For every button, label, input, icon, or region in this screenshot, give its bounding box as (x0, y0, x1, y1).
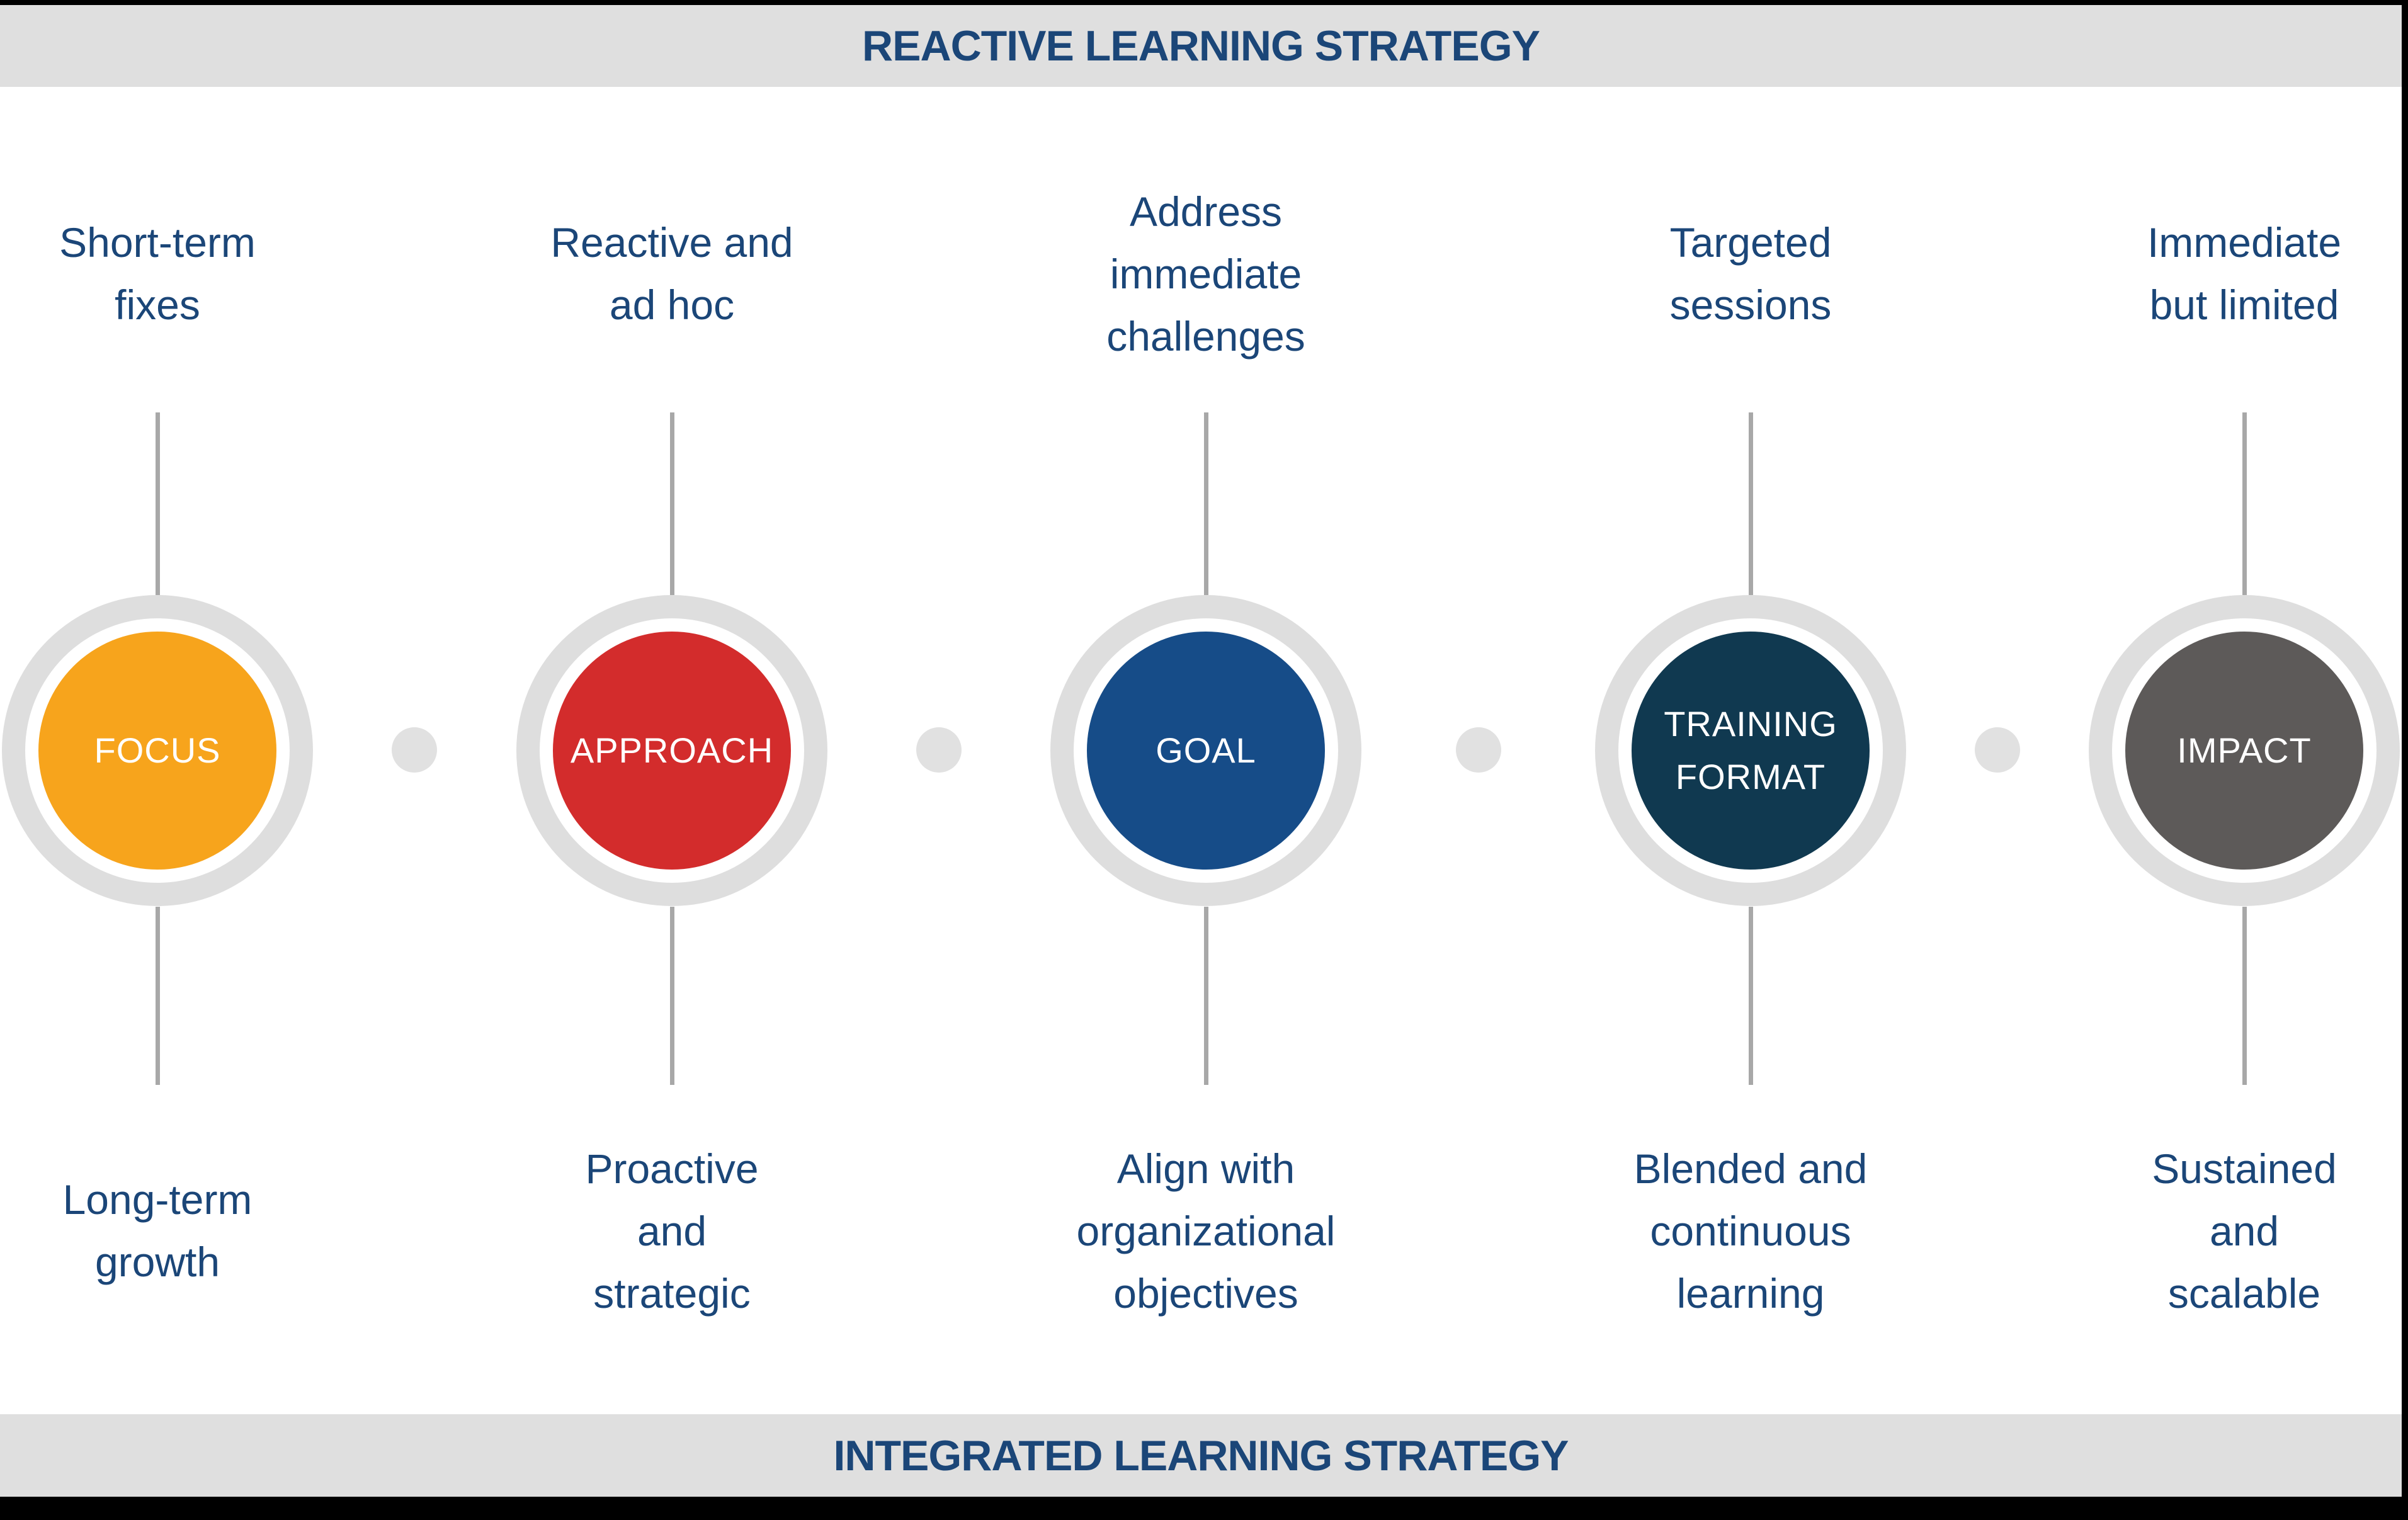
impact-circle: IMPACT (2125, 632, 2363, 870)
goal-circle: GOAL (1087, 632, 1325, 870)
focus-ring: FOCUS (2, 595, 313, 906)
slide-canvas: REACTIVE LEARNING STRATEGY Short-term fi… (0, 5, 2402, 1497)
approach-integrated-label: Proactive and strategic (585, 1145, 759, 1317)
approach-upper-connector-line (669, 412, 674, 595)
training-format-integrated-label: Blended and continuous learning (1633, 1145, 1868, 1317)
reactive-strategy-banner: REACTIVE LEARNING STRATEGY (0, 5, 2402, 87)
approach-reactive-label: Reactive and ad hoc (550, 219, 793, 328)
impact-ring: IMPACT (2089, 595, 2400, 906)
focus-lower-connector-line (155, 907, 160, 1085)
separator-dot-3 (1456, 727, 1501, 773)
goal-upper-connector-line (1203, 412, 1208, 595)
training-format-lower-connector-line (1748, 907, 1753, 1085)
column-approach: Reactive and ad hoc APPROACH Proactive a… (433, 5, 911, 1497)
integrated-strategy-banner: INTEGRATED LEARNING STRATEGY (0, 1414, 2402, 1497)
goal-ring: GOAL (1050, 595, 1361, 906)
impact-integrated-label: Sustained and scalable (2152, 1145, 2337, 1317)
training-format-circle: TRAINING FORMAT (1632, 632, 1870, 870)
integrated-strategy-title: INTEGRATED LEARNING STRATEGY (833, 1431, 1569, 1480)
column-focus: Short-term fixes FOCUS Long-term growth (0, 5, 397, 1497)
impact-reactive-label: Immediate but limited (2147, 219, 2342, 328)
separator-dot-4 (1975, 727, 2020, 773)
separator-dot-2 (916, 727, 962, 773)
focus-integrated-label: Long-term growth (62, 1176, 253, 1285)
column-goal: Address immediate challenges GOAL Align … (967, 5, 1445, 1497)
impact-upper-connector-line (2242, 412, 2247, 595)
approach-ring: APPROACH (516, 595, 827, 906)
goal-lower-connector-line (1203, 907, 1208, 1085)
separator-dot-1 (392, 727, 437, 773)
training-format-ring: TRAINING FORMAT (1595, 595, 1906, 906)
column-impact: Immediate but limited IMPACT Sustained a… (2005, 5, 2408, 1497)
training-format-reactive-label: Targeted sessions (1669, 219, 1832, 328)
goal-integrated-label: Align with organizational objectives (1076, 1145, 1336, 1317)
goal-reactive-label: Address immediate challenges (1106, 188, 1305, 360)
impact-lower-connector-line (2242, 907, 2247, 1085)
approach-circle: APPROACH (553, 632, 791, 870)
column-training-format: Targeted sessions TRAINING FORMAT Blende… (1511, 5, 1990, 1497)
focus-reactive-label: Short-term fixes (59, 219, 256, 328)
focus-upper-connector-line (155, 412, 160, 595)
reactive-strategy-title: REACTIVE LEARNING STRATEGY (862, 22, 1540, 70)
focus-circle: FOCUS (38, 632, 276, 870)
approach-lower-connector-line (669, 907, 674, 1085)
training-format-upper-connector-line (1748, 412, 1753, 595)
